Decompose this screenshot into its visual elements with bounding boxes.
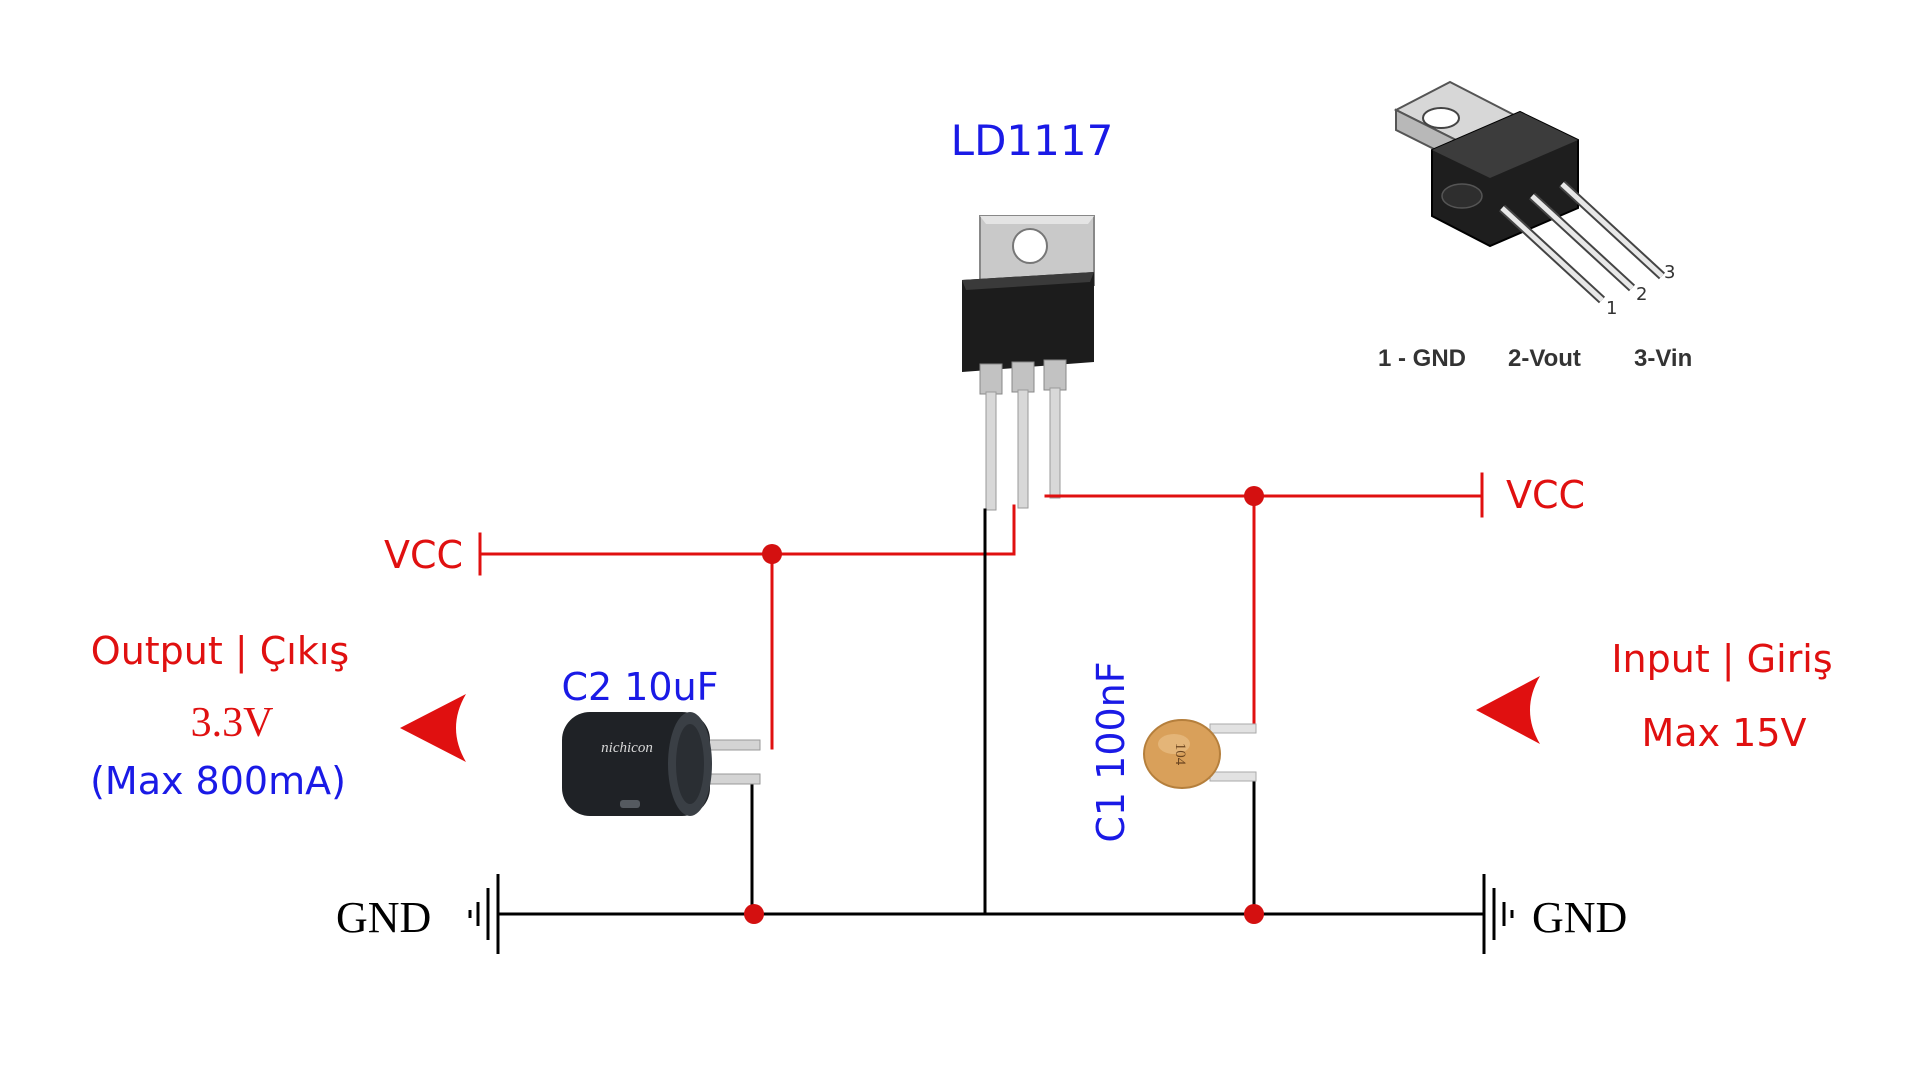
output-current: (Max 800mA): [90, 759, 346, 803]
pinout-legend-1: 1 - GND: [1378, 345, 1466, 372]
vcc-right-label: VCC: [1506, 473, 1585, 517]
input-arrow-icon: [1476, 676, 1540, 744]
input-title: Input | Giriş: [1611, 637, 1832, 682]
vcc-left-label: VCC: [384, 533, 463, 577]
c2-electrolytic-capacitor: nichicon: [562, 712, 761, 816]
pin-number-1: 1: [1606, 298, 1617, 319]
output-title: Output | Çıkış: [91, 629, 349, 674]
c2-brand-marking: nichicon: [601, 740, 653, 756]
ground-symbol-right-icon: [1482, 874, 1514, 954]
c1-label: C1 100nF: [1089, 661, 1133, 842]
pinout-legend-3: 3-Vin: [1634, 345, 1692, 372]
output-voltage: 3.3V: [191, 700, 274, 746]
output-arrow-icon: [400, 694, 466, 762]
pinout-legend-2: 2-Vout: [1508, 345, 1581, 372]
wires: [478, 472, 1486, 916]
c1-ceramic-capacitor: 104: [1143, 719, 1257, 789]
pin-number-3: 3: [1664, 262, 1675, 283]
input-voltage: Max 15V: [1642, 711, 1807, 755]
ground-symbol-left-icon: [468, 874, 500, 954]
pinout-illustration: [1393, 80, 1666, 304]
gnd-right-label: GND: [1532, 893, 1627, 942]
c2-label: C2 10uF: [561, 665, 718, 709]
gnd-left-label: GND: [336, 893, 431, 942]
pin-number-2: 2: [1636, 284, 1647, 305]
regulator-label: LD1117: [951, 116, 1114, 165]
junction-dots: [744, 486, 1264, 924]
c1-marking: 104: [1172, 743, 1188, 766]
ld1117-regulator: [962, 215, 1095, 511]
